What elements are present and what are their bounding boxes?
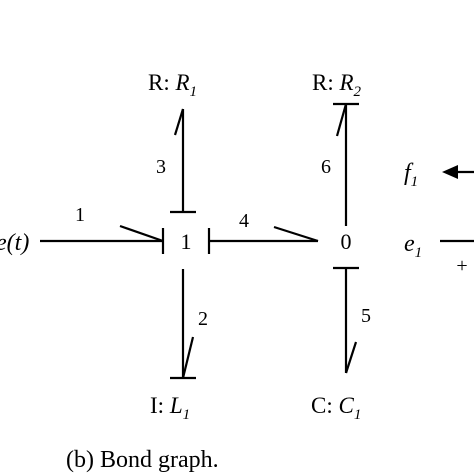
bond-4-number: 4	[239, 210, 249, 232]
junction-1-label: 1	[181, 229, 192, 254]
l1-label: I: L1	[150, 393, 190, 423]
bond-3-half-arrow	[173, 108, 185, 136]
bond-2-number: 2	[198, 308, 208, 330]
r1-label: R: R1	[148, 70, 197, 100]
bond-3-number: 3	[156, 156, 166, 178]
source-label: e(t)	[0, 230, 29, 256]
bond-5-half-arrow	[344, 341, 358, 374]
flow-legend-label: f1	[404, 160, 418, 190]
c1-label: C: C1	[311, 393, 361, 423]
bond-6-number: 6	[321, 156, 331, 178]
r2-label: R: R2	[312, 70, 362, 100]
bond-5-number: 5	[361, 305, 371, 327]
bond-6-half-arrow	[335, 103, 348, 137]
bond-1-number: 1	[75, 204, 85, 226]
figure-caption: (b) Bond graph.	[66, 447, 219, 473]
junction-0-label: 0	[341, 229, 352, 254]
bond-1-half-arrow	[119, 224, 164, 243]
bond-4-half-arrow	[273, 225, 319, 243]
effort-legend-label: e1	[404, 231, 422, 261]
flow-legend-arrowhead	[442, 165, 458, 179]
effort-legend-plus: +	[456, 255, 467, 277]
bond-2-half-arrow	[181, 336, 195, 379]
